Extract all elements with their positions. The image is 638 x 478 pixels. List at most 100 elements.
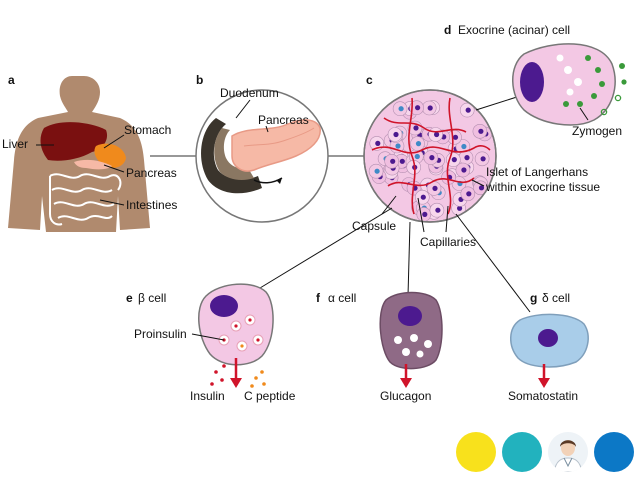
islet-cell-nucleus xyxy=(466,191,472,197)
connector-c-d xyxy=(475,95,521,111)
islet-cell-nucleus xyxy=(464,155,470,161)
islet-cell-nucleus xyxy=(413,125,419,131)
blue-dot xyxy=(594,432,634,472)
intestines-organ xyxy=(49,173,122,226)
panel-a-leaders xyxy=(36,134,125,206)
beta-nucleus xyxy=(210,295,238,317)
pancreas-organ xyxy=(231,119,321,172)
islet-cell-nucleus xyxy=(393,131,399,138)
islet-label-line2: within exocrine tissue xyxy=(485,180,600,194)
capillary-vessel xyxy=(371,145,491,154)
islet-leader xyxy=(471,179,485,187)
islet-cell-nucleus xyxy=(415,141,422,147)
connector-c-e xyxy=(259,207,393,289)
arrow-head-b xyxy=(276,178,282,184)
capillary-vessel xyxy=(387,177,475,187)
islet-cell-nucleus xyxy=(457,205,463,211)
liver-organ xyxy=(40,122,108,161)
islet-cell-nucleus xyxy=(429,155,435,161)
alpha-cell-label: α cell xyxy=(328,291,356,305)
pancreas-label-b: Pancreas xyxy=(258,113,309,127)
islet-outline xyxy=(363,89,497,223)
panel-a-torso: a Liver Stomach Pancreas Intestines xyxy=(2,73,177,232)
panel-e-beta: e β cell Proinsulin Insulin C peptide xyxy=(126,283,296,403)
panel-f-alpha: f α cell Glucagon xyxy=(316,291,443,403)
islet-label-line1: Islet of Langerhans xyxy=(486,165,588,179)
insulin-label: Insulin xyxy=(190,389,225,403)
islet-cell-nucleus xyxy=(414,153,420,160)
insulin-arrow-head xyxy=(230,378,242,388)
panel-e-letter: e xyxy=(126,291,133,305)
islet-cell-nucleus xyxy=(461,143,467,150)
c-peptide-dots xyxy=(250,370,266,388)
panel-d-acinar: d Exocrine (acinar) cell Zymogen xyxy=(444,23,627,138)
stomach-label: Stomach xyxy=(124,123,171,137)
islet-cell-nucleus xyxy=(422,211,428,217)
panel-c-letter: c xyxy=(366,73,373,87)
islet-cell-nucleus xyxy=(415,105,421,111)
somatostatin-arrow-head xyxy=(538,378,550,388)
islet-cells xyxy=(368,97,493,222)
duodenum-label: Duodenum xyxy=(220,86,279,100)
capsule-label: Capsule xyxy=(352,219,396,233)
islet-cell-nucleus xyxy=(399,158,405,164)
delta-nucleus xyxy=(538,329,558,347)
duodenum-leader xyxy=(235,99,251,119)
panel-a-letter: a xyxy=(8,73,15,87)
panel-g-delta: g δ cell Somatostatin xyxy=(508,291,589,403)
intestines-label: Intestines xyxy=(126,198,177,212)
acinar-cell-body xyxy=(512,43,616,126)
islet-cell-nucleus xyxy=(398,106,404,112)
islet-cell-nucleus xyxy=(461,167,467,173)
connector-c-f xyxy=(407,221,411,297)
capillary-vessel xyxy=(446,97,454,215)
pancreas-small xyxy=(74,159,112,170)
pancreas-lobules xyxy=(243,127,315,147)
panel-d-letter: d xyxy=(444,23,451,37)
duodenum-organ xyxy=(201,118,262,194)
glucagon-arrow-head xyxy=(400,378,412,388)
doctor-avatar xyxy=(548,432,588,472)
teal-dot xyxy=(502,432,542,472)
panel-f-letter: f xyxy=(316,291,321,305)
yellow-dot xyxy=(456,432,496,472)
panel-b-duodenum: b Duodenum Pancreas xyxy=(195,73,329,223)
islet-cell-nucleus xyxy=(434,131,440,138)
glucagon-granules xyxy=(394,334,432,358)
islet-cell-nucleus xyxy=(395,143,401,149)
capillaries-label: Capillaries xyxy=(420,235,476,249)
islet-cell-nucleus xyxy=(375,140,381,146)
panel-b-letter: b xyxy=(196,73,203,87)
islet-cell-nucleus xyxy=(427,105,433,111)
pancreas-leader-b xyxy=(265,125,269,133)
islet-cell-nucleus xyxy=(480,156,486,162)
islet-cell-nucleus xyxy=(432,185,438,191)
insulin-dots xyxy=(210,364,226,386)
islet-cell-nucleus xyxy=(435,207,441,213)
pancreas-label-a: Pancreas xyxy=(126,166,177,180)
duodenum-inner xyxy=(214,128,254,180)
proinsulin-label: Proinsulin xyxy=(134,327,187,341)
insulin-granules xyxy=(218,314,264,352)
capillaries-leader-1 xyxy=(417,197,425,233)
islet-cell-nucleus xyxy=(452,134,459,140)
stomach-organ xyxy=(94,143,126,168)
doctor-avatar-icon xyxy=(548,432,588,472)
exocrine-cell-label: Exocrine (acinar) cell xyxy=(458,23,570,37)
islet-cell-nucleus xyxy=(374,168,380,174)
glucagon-label: Glucagon xyxy=(380,389,431,403)
capillary-vessel xyxy=(408,97,416,215)
acinar-nucleus xyxy=(520,62,544,102)
connector-c-g xyxy=(455,213,531,313)
c-peptide-label: C peptide xyxy=(244,389,296,403)
beta-cell-label: β cell xyxy=(138,291,166,305)
panel-c-islet: c Islet of Langerhans within exocrine ti… xyxy=(352,73,600,249)
alpha-nucleus xyxy=(398,306,422,326)
zymogen-leader xyxy=(579,107,589,121)
zymogen-granules xyxy=(556,54,627,116)
panel-g-letter: g xyxy=(530,291,537,305)
islet-cell-nucleus xyxy=(465,107,471,113)
islet-cell-nucleus xyxy=(478,185,485,191)
islet-cell-nucleus xyxy=(478,128,484,134)
